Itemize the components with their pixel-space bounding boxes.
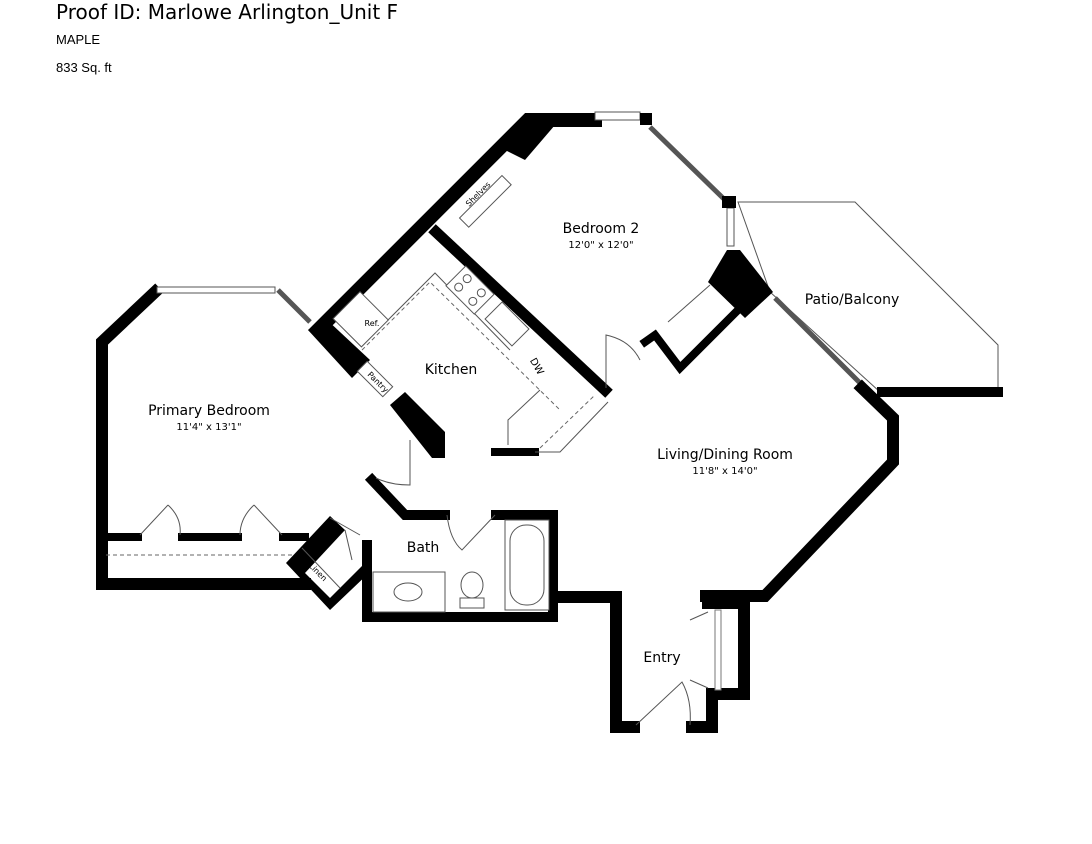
room-label-patio: Patio/Balcony [805, 292, 900, 308]
counter-edge [361, 281, 596, 449]
pantry [356, 360, 394, 398]
closet-door[interactable] [139, 504, 181, 536]
linen-closet-wall [286, 516, 372, 610]
bathtub-basin [509, 524, 545, 606]
bath-wall [362, 510, 558, 622]
sink-basin [393, 582, 423, 602]
fixture-label-dw: DW [527, 356, 545, 377]
bath-wall [364, 472, 450, 520]
vanity [372, 571, 446, 613]
closet-door[interactable] [689, 611, 709, 689]
bathtub [504, 519, 550, 611]
toilet [460, 571, 484, 599]
toilet-tank [459, 597, 485, 609]
room-label-kitchen: Kitchen [425, 362, 478, 378]
wall-block [505, 115, 555, 160]
proof-title: Proof ID: Marlowe Arlington_Unit F [56, 0, 399, 24]
closet-door[interactable] [667, 284, 711, 323]
wall-block [708, 250, 773, 318]
bedroom2-door[interactable] [605, 334, 641, 388]
room-dims-bedroom2: 12'0" x 12'0" [568, 240, 633, 251]
entry-wall [556, 591, 640, 733]
shelves [458, 174, 512, 228]
kitchen-counter [372, 272, 609, 453]
bath-door[interactable] [446, 514, 496, 551]
window [276, 288, 312, 324]
entry-wall [686, 597, 750, 733]
window [648, 125, 727, 202]
wall-block [308, 318, 370, 378]
window [773, 296, 864, 387]
refrigerator [332, 291, 389, 348]
wall-block [640, 113, 652, 125]
living-exterior-wall [700, 379, 899, 602]
square-footage: 833 Sq. ft [56, 60, 112, 75]
kitchen-sink [484, 301, 530, 347]
plan-name: MAPLE [56, 32, 101, 47]
bedroom2-closet-wall [639, 302, 746, 375]
entry-closet [714, 609, 722, 691]
room-dims-primary-bedroom: 11'4" x 13'1" [176, 422, 241, 433]
fixture-label-ref: Ref. [365, 319, 380, 328]
window [156, 286, 276, 294]
wall-block [390, 392, 445, 458]
room-label-entry: Entry [643, 650, 680, 666]
room-dims-living: 11'8" x 14'0" [692, 466, 757, 477]
wall-block [722, 196, 736, 208]
linen-shelf [301, 547, 341, 589]
room-label-living: Living/Dining Room [657, 447, 793, 463]
bedroom-door[interactable] [375, 440, 411, 486]
room-label-bath: Bath [407, 540, 440, 556]
linen-door[interactable] [329, 517, 361, 561]
room-label-bedroom2: Bedroom 2 [563, 221, 640, 237]
kitchen-bedroom-wall [428, 224, 613, 398]
stove [445, 265, 495, 315]
primary-bedroom-wall [96, 283, 311, 590]
room-label-primary-bedroom: Primary Bedroom [148, 403, 270, 419]
closet-door[interactable] [239, 504, 283, 536]
window [594, 111, 641, 121]
entry-door[interactable] [635, 681, 691, 726]
window [726, 207, 735, 247]
